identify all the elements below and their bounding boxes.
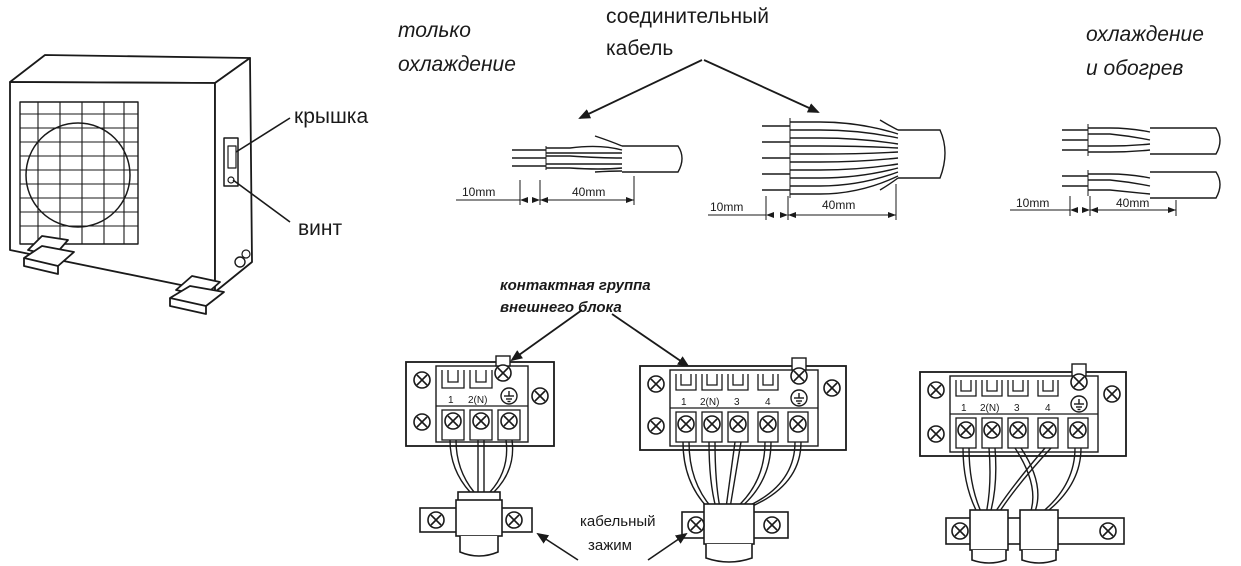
label-cooling-heating-line1: охлаждение [1086,23,1204,46]
terminal-wires-3 [962,447,1082,515]
terminal-3-label: 3 [1014,403,1020,414]
dim-arrow-c [1070,207,1176,213]
terminal-board-2: 1 2(N) 3 4 [639,357,847,451]
dim-a-length-label: 40mm [572,185,606,199]
clamp-arrow-right [647,532,688,561]
label-screw: винт [298,217,343,240]
terminal-2n-label: 2(N) [468,395,487,406]
terminal-wires-1 [449,439,514,493]
dim-b-strip-label: 10mm [710,200,744,214]
dim-b-length-label: 40mm [822,198,856,212]
label-terminal-group-line2: внешнего блока [500,299,622,316]
label-cooling-heating-line2: и обогрев [1086,57,1184,80]
terminal-2n-label: 2(N) [700,397,719,408]
screw-callout-line [232,179,291,223]
dim-c-length-label: 40mm [1116,196,1150,210]
outdoor-unit-illustration [9,54,253,315]
label-cable-clamp-line2: зажим [588,537,632,554]
cover-callout-line [235,117,291,153]
label-connecting-cable-line2: кабель [606,37,674,60]
terminal-4-label: 4 [765,397,771,408]
terminal-board-3: 1 2(N) 3 4 [919,363,1127,457]
clamp-arrow-left [536,532,579,561]
label-connecting-cable-line1: соединительный [606,5,769,28]
terminal-2n-label: 2(N) [980,403,999,414]
cable-strip-diagram-c [1010,124,1221,216]
terminal-1-label: 1 [961,403,967,414]
label-cable-clamp-line1: кабельный [580,513,656,530]
cable-strip-diagram-a [456,135,683,205]
cable-arrow-right [703,59,820,113]
cable-clamp-2 [681,503,789,563]
cable-clamp-3 [945,509,1125,564]
terminal-arrow-left [510,309,583,362]
dim-arrow-b [766,212,896,218]
terminal-3-label: 3 [734,397,740,408]
label-cooling-only-line1: только [398,19,471,42]
cable-strip-diagram-b [708,118,946,220]
cable-clamp-1 [419,491,533,557]
cable-arrow-left [578,59,703,119]
terminal-wires-2 [682,441,802,509]
label-terminal-group-line1: контактная группа [500,277,651,294]
label-cover: крышка [294,105,369,128]
dim-c-strip-label: 10mm [1016,196,1050,210]
dim-arrow-a [520,197,634,203]
terminal-4-label: 4 [1045,403,1051,414]
terminal-1-label: 1 [681,397,687,408]
dim-a-strip-label: 10mm [462,185,496,199]
terminal-1-label: 1 [448,395,454,406]
terminal-board-1: 1 2(N) [405,355,555,447]
terminal-arrow-right [611,313,690,368]
label-cooling-only-line2: охлаждение [398,53,516,76]
